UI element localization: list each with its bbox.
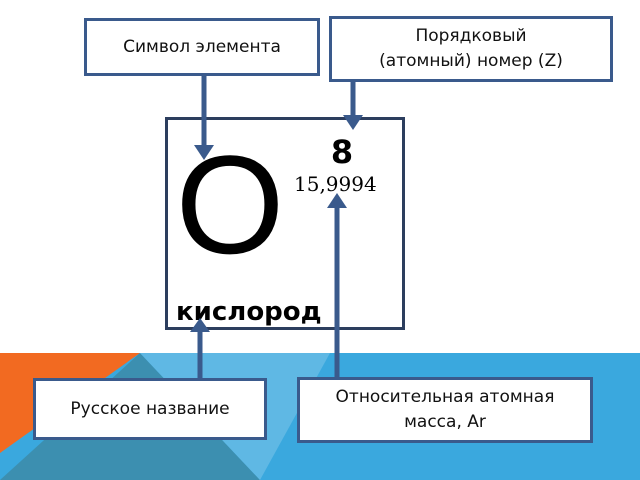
russian-name-label: Русское название	[70, 398, 230, 419]
element-symbol: O	[175, 126, 285, 283]
atomic-mass-label-line1: Относительная атомная	[335, 387, 555, 408]
symbol-label: Символ элемента	[123, 36, 281, 57]
atomic-number-label-line2: (атомный) номер (Z)	[379, 51, 563, 71]
atomic-mass-label-box: Относительная атомная масса, Ar	[297, 377, 593, 443]
atomic-mass: 15,9994	[294, 172, 377, 196]
atomic-mass-label-line2: масса, Ar	[404, 412, 486, 432]
symbol-label-box: Символ элемента	[84, 18, 320, 76]
atomic-number-label-line1: Порядковый	[415, 26, 527, 47]
atomic-number-label-box: Порядковый (атомный) номер (Z)	[329, 16, 613, 82]
russian-name-label-box: Русское название	[33, 378, 267, 440]
atomic-number: 8	[330, 133, 354, 171]
element-name: кислород	[176, 297, 322, 327]
